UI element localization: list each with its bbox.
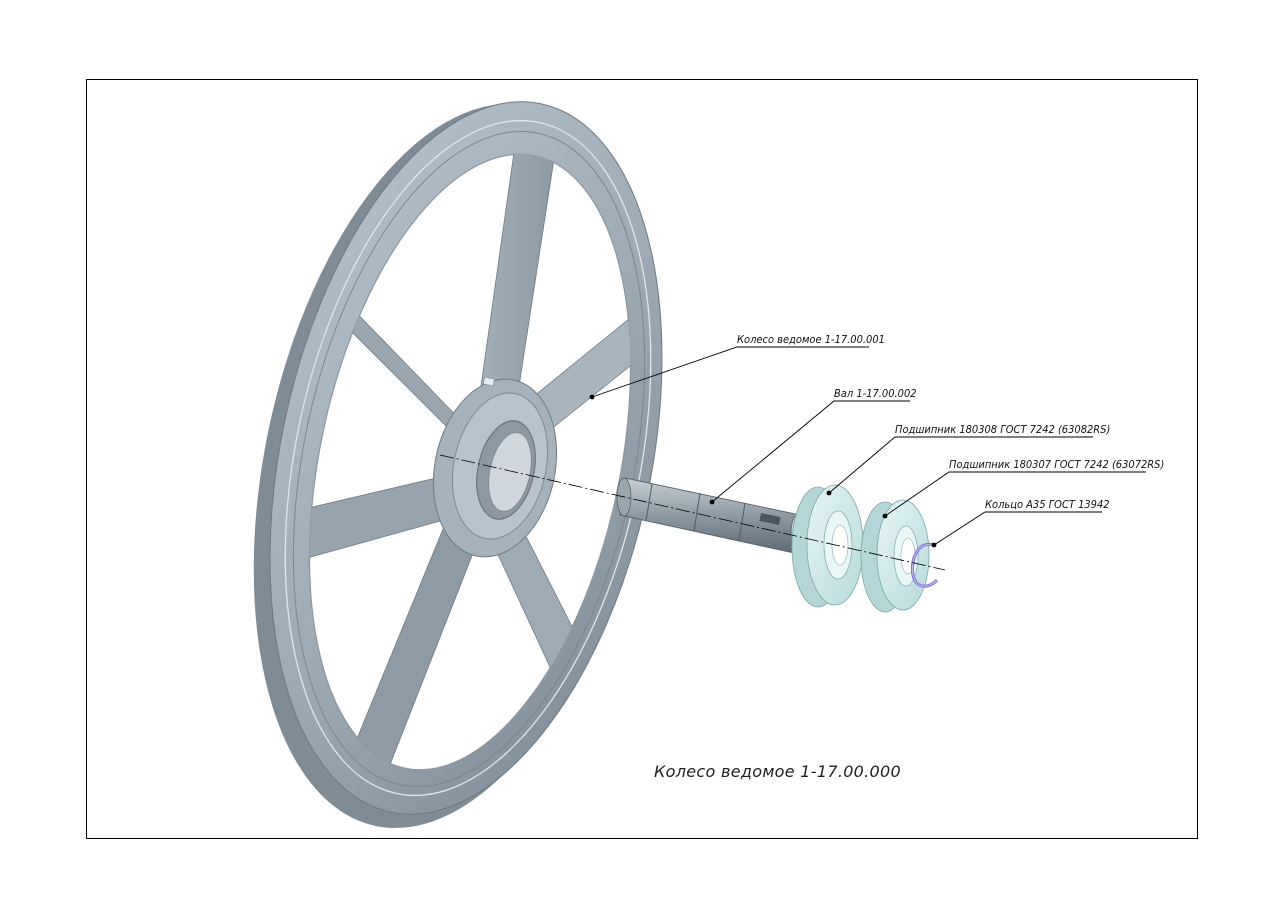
callout-label: Подшипник 180307 ГОСТ 7242 (63072RS) [949, 458, 1164, 471]
leader-line [933, 511, 1102, 546]
drawing-frame [86, 79, 1198, 839]
shaft [616, 477, 804, 554]
drawing-title: Колесо ведомое 1-17.00.000 [654, 762, 901, 781]
callout-wheel: Колесо ведомое 1-17.00.001 [589, 333, 885, 400]
callout-bearing-180307: Подшипник 180307 ГОСТ 7242 (63072RS) [882, 458, 1164, 519]
leader-line [828, 436, 1093, 494]
bearing-180308 [791, 484, 864, 608]
leader-line [884, 471, 1146, 517]
callout-label: Подшипник 180308 ГОСТ 7242 (63082RS) [895, 423, 1110, 436]
retaining-ring [910, 542, 939, 588]
callout-label: Вал 1-17.00.002 [834, 387, 917, 400]
callout-bearing-180308: Подшипник 180308 ГОСТ 7242 (63082RS) [826, 423, 1110, 496]
leader-line [711, 400, 910, 503]
callout-shaft: Вал 1-17.00.002 [709, 387, 917, 505]
axis-centerline [439, 454, 946, 571]
driven-wheel [253, 101, 663, 829]
leader-line [591, 346, 869, 398]
bearing-180307 [860, 499, 930, 613]
callout-label: Кольцо А35 ГОСТ 13942 [985, 498, 1110, 511]
callout-ring: Кольцо А35 ГОСТ 13942 [931, 498, 1110, 548]
callout-label: Колесо ведомое 1-17.00.001 [737, 333, 885, 346]
